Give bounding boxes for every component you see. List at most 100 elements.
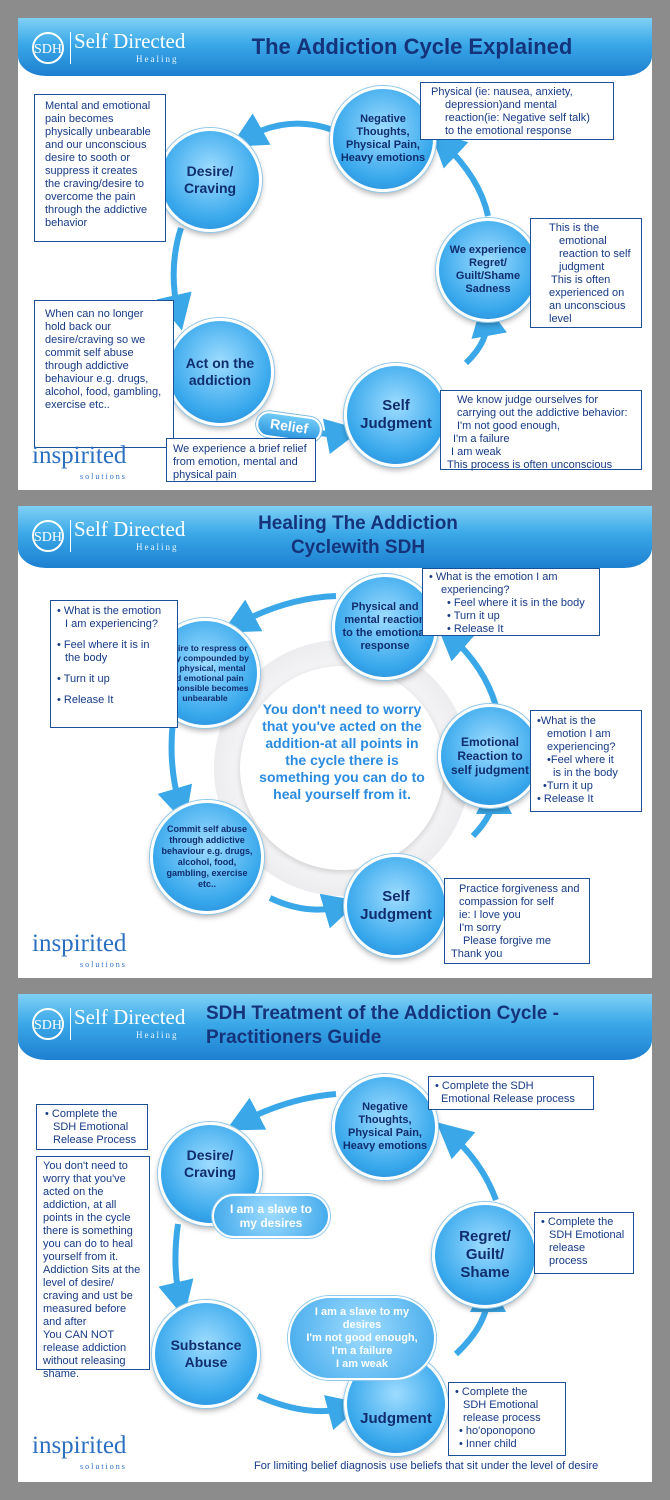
cloud-line: desires <box>342 1318 382 1331</box>
note-line: • Complete the <box>45 1108 118 1120</box>
circle-physical-reaction-label: Physical and mental reaction to the emot… <box>342 601 428 652</box>
note-hold-back: When can no longer hold back our desire/… <box>34 300 174 448</box>
note-line: without releasing <box>43 1355 126 1367</box>
note-line: • Release It <box>537 793 594 805</box>
note-line: release <box>549 1242 586 1254</box>
note-line: I am experiencing? <box>65 618 158 630</box>
cloud-limiting-beliefs: I am a slave to my desires I'm not good … <box>288 1296 436 1380</box>
note-line <box>57 631 171 639</box>
circle-judgment-label: Judgment <box>360 1410 432 1427</box>
circle-physical-reaction: Physical and mental reaction to the emot… <box>332 574 438 680</box>
page-title: Healing The Addiction Cyclewith SDH <box>258 513 458 558</box>
circle-desire-repress-label: Desire to respress or deny compounded by… <box>161 643 249 703</box>
panel-healing-cycle: SDH Self Directed Healing Healing The Ad… <box>18 506 652 978</box>
note-top-left: • Complete the SDH Emotional Release Pro… <box>36 1104 148 1150</box>
inspirited-logo: inspirited <box>32 1432 127 1459</box>
note-line: emotional <box>559 235 607 247</box>
circle-act-on-addiction: Act on the addiction <box>166 318 274 426</box>
note-line: depression)and mental <box>445 99 557 111</box>
note-line: compassion for self <box>459 896 554 908</box>
note-line: • Turn it up <box>447 610 500 622</box>
note-line: release addiction <box>43 1342 127 1354</box>
sdh-logo: SDH <box>32 520 64 552</box>
note-line: Physical (ie: nausea, anxiety, <box>431 86 573 98</box>
note-line: there is something <box>43 1225 133 1237</box>
note-line: • Turn it up <box>57 673 110 685</box>
circle-emotional-reaction: Emotional Reaction to self judgment <box>438 704 542 808</box>
note-line: I'm not good enough, <box>457 420 561 432</box>
note-line: Release Process <box>53 1134 137 1146</box>
note-line: I'm a failure <box>453 433 510 445</box>
circle-desire-craving: Desire/ Craving <box>158 1122 262 1226</box>
note-left-explanation: You don't need to worry that you've acte… <box>36 1156 150 1380</box>
sdh-logo: SDH <box>32 1008 64 1040</box>
note-line: • Feel where it is in <box>57 639 150 651</box>
circle-act-on-addiction-label: Act on the addiction <box>185 355 255 388</box>
note-line: • Complete the <box>455 1386 528 1398</box>
inspirited-subtitle: solutions <box>80 472 127 481</box>
note-right: • Complete the SDH Emotional release pro… <box>534 1212 634 1274</box>
circle-self-judgment-label: Self Judgment <box>360 888 432 923</box>
circle-negative-thoughts-label: Negative Thoughts, Physical Pain, Heavy … <box>342 1101 428 1152</box>
note-line: SDH Emotional <box>549 1229 625 1241</box>
circle-desire-craving: Desire/ Craving <box>158 128 262 232</box>
cycle-arrows <box>157 593 512 929</box>
note-line: process <box>549 1255 588 1267</box>
note-top-right: • Complete the SDH Emotional Release pro… <box>428 1076 594 1110</box>
note-line: to the emotional response <box>445 125 572 137</box>
circle-self-judgment-label: Self Judgment <box>360 397 432 432</box>
note-line: Please forgive me <box>463 935 552 947</box>
note-line: reaction to self <box>559 248 631 260</box>
panel-addiction-cycle: SDH Self Directed Healing The Addiction … <box>18 18 652 490</box>
circle-negative-thoughts: Negative Thoughts, Physical Pain, Heavy … <box>332 1074 438 1180</box>
note-line: •Feel where it <box>547 754 614 766</box>
cloud-line: I'm not good enough, <box>306 1331 418 1344</box>
circle-desire-craving-label: Desire/ Craving <box>183 1147 237 1180</box>
note-line: acted on the <box>43 1186 104 1198</box>
logo-divider <box>70 520 71 552</box>
note-forgiveness: Practice forgiveness and compassion for … <box>444 878 590 964</box>
logo-divider <box>70 1008 71 1040</box>
note-line: release process <box>463 1412 541 1424</box>
circle-negative-thoughts-label: Negative Thoughts, Physical Pain, Heavy … <box>340 113 426 164</box>
note-physical-reaction: Physical (ie: nausea, anxiety, depressio… <box>420 82 614 140</box>
note-line: •What is the <box>537 715 596 727</box>
note-line: SDH Emotional <box>53 1121 129 1133</box>
note-line: experiencing? <box>547 741 616 753</box>
logo-name: Self Directed <box>74 517 186 541</box>
center-message: You don't need to worry that you've acte… <box>259 701 425 802</box>
cloud-slave-to-desires: I am a slave to my desires <box>212 1194 330 1238</box>
note-right-steps: •What is the emotion I am experiencing? … <box>530 710 642 812</box>
panel-header: SDH Self Directed Healing The Addiction … <box>18 18 652 76</box>
circle-regret: Regret/ Guilt/ Shame <box>432 1202 538 1308</box>
note-line: is in the body <box>553 767 618 779</box>
circle-substance-abuse: Substance Abuse <box>152 1300 260 1408</box>
circle-self-judgment: Self Judgment <box>344 854 448 958</box>
note-line: •Turn it up <box>543 780 593 792</box>
circle-regret-label: Regret/ Guilt/ Shame <box>459 1228 511 1281</box>
note-line: ie: I love you <box>459 909 521 921</box>
note-line: Thank you <box>451 948 503 960</box>
note-line: emotion I am <box>547 728 611 740</box>
note-line: level <box>549 313 572 325</box>
circle-substance-abuse-label: Substance Abuse <box>170 1337 242 1370</box>
note-line: worry that you've <box>43 1173 126 1185</box>
note-line: Addiction Sits at the <box>43 1264 141 1276</box>
note-left-steps: • What is the emotion I am experiencing?… <box>50 600 178 728</box>
panel-practitioners-guide: SDH Self Directed Healing SDH Treatment … <box>18 994 652 1482</box>
note-line: points in the cycle <box>43 1212 131 1224</box>
note-line <box>57 665 171 673</box>
cycle-arrows <box>158 1091 506 1430</box>
note-line: • What is the emotion <box>57 605 162 617</box>
note-mental-pain: Mental and emotional pain becomes physic… <box>34 94 166 242</box>
note-line: You don't need to <box>43 1160 128 1172</box>
note-line: Emotional Release process <box>441 1093 575 1105</box>
note-line: reaction(ie: Negative self talk) <box>445 112 590 124</box>
circle-commit-self-abuse: Commit self abuse through addictive beha… <box>150 800 264 914</box>
inspirited-subtitle: solutions <box>80 960 127 969</box>
cloud-line: I am weak <box>336 1357 388 1370</box>
note-line: experienced on <box>549 287 625 299</box>
logo-name: Self Directed <box>74 1005 186 1029</box>
note-line: shame. <box>43 1368 80 1380</box>
note-line: This is often <box>551 274 611 286</box>
